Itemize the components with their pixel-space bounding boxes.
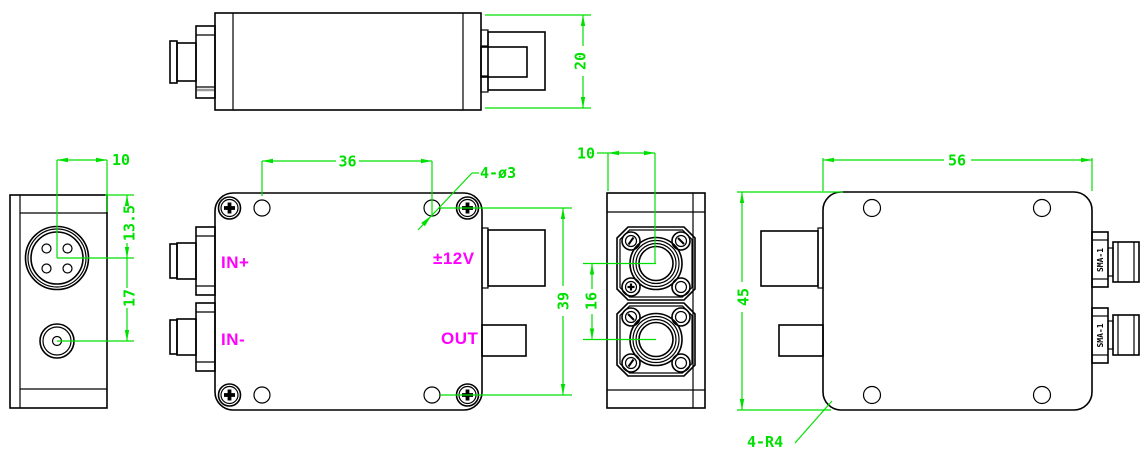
dim-text-39: 39 [554,292,572,310]
bottom-view-body [822,191,1093,411]
mounting-hole [1032,385,1052,405]
right-view-body [606,192,706,409]
mounting-hole [862,198,882,218]
mounting-hole [1032,198,1052,218]
dim-left-connector-positions: 13.5 17 [57,194,138,342]
in-plus-connector [169,226,216,296]
right-side-view: 10 16 [577,144,706,409]
sma-connector-1: SMA-1 [1091,231,1140,288]
flange-screw-icon [671,277,691,297]
flange-screw-icon [671,231,691,251]
dim-text-13-5: 13.5 [120,205,138,241]
left-side-view: 10 13.5 17 [9,151,138,409]
front-view-body [214,192,483,411]
dim-body-width: 56 [822,151,1093,191]
top-view-left-connector [169,25,216,99]
out-connector [481,324,527,357]
dim-hole-spacing-horizontal: 36 [261,152,433,217]
dim-right-offset: 10 [577,144,656,264]
mounting-hole [423,386,441,404]
dim-text-45: 45 [734,288,752,306]
dim-text-20: 20 [571,52,589,70]
pin [62,243,73,254]
dim-text-4-r4: 4-R4 [747,433,783,451]
bottom-view-bnc-connector [760,227,824,289]
bottom-view: SMA-1 SMA-1 56 [734,151,1140,451]
label-sma-2: SMA-1 [1096,323,1105,347]
pin [41,263,52,274]
front-view: IN+ IN- ±12V OUT 36 4-ø3 [169,152,572,411]
dim-text-10: 10 [112,151,130,169]
pin [62,263,73,274]
mounting-hole [253,386,271,404]
dim-text-56: 56 [948,151,966,169]
dim-top-height: 20 [485,14,591,109]
in-minus-connector [169,302,216,372]
label-out: OUT [441,329,479,348]
dim-body-height: 45 [734,191,843,411]
flange-screw-icon [621,353,641,373]
pin [41,243,52,254]
bottom-view-out-connector [778,324,824,357]
flange-screw-icon [621,277,641,297]
flange-connector-top [616,226,696,301]
sma-connector-2: SMA-1 [1091,307,1140,364]
mounting-hole [862,385,882,405]
phillips-screw-icon [217,383,242,407]
dim-left-offset: 10 [56,151,130,258]
top-view-right-connector [480,29,546,93]
dim-text-10-right: 10 [577,144,595,162]
mounting-hole [253,199,271,217]
left-view-body [9,194,108,409]
label-sma-1: SMA-1 [1096,248,1105,272]
top-view: 20 [169,12,591,111]
dim-holes-callout: 4-ø3 [417,164,516,231]
flange-screw-icon [671,307,691,327]
power-12v-connector [481,227,546,289]
flange-screw-icon [671,353,691,373]
dim-text-4-dia3: 4-ø3 [480,164,516,182]
label-in-minus: IN- [221,330,245,349]
top-view-body [214,12,482,111]
label-in-plus: IN+ [221,253,249,272]
dim-hole-spacing-vertical: 39 [440,207,572,396]
phillips-screw-icon [217,196,242,220]
dim-text-17: 17 [120,289,138,307]
dim-corner-radius-callout: 4-R4 [747,400,833,451]
dim-connector-spacing: 16 [582,262,656,341]
flange-screw-icon [621,307,641,327]
dim-text-36: 36 [338,152,356,170]
flange-screw-icon [621,231,641,251]
dim-text-16: 16 [582,292,600,310]
corner-screws [217,196,480,407]
label-power-12v: ±12V [433,249,475,268]
